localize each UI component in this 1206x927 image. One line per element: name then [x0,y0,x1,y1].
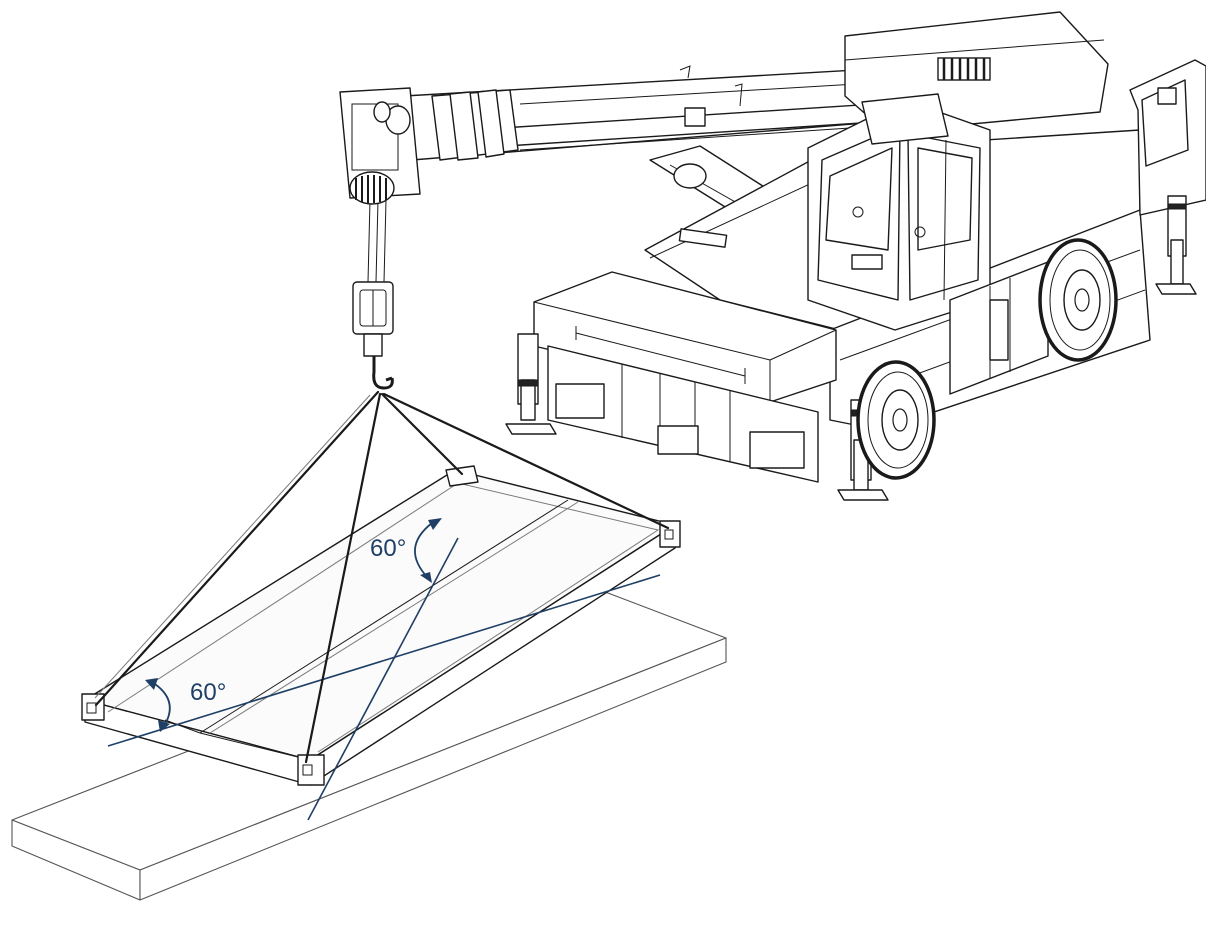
arrowhead [420,572,432,583]
arrowhead [158,720,170,732]
wheel-rear [856,360,936,480]
sling-leg [304,392,382,764]
wheel-front [1038,238,1118,362]
hook-block [352,199,394,390]
hook-icon [372,356,394,390]
container-frame [81,465,681,786]
reference-line-steep [307,537,459,821]
arrowhead [145,678,158,690]
arrowhead [428,518,442,530]
reference-line-long [107,574,661,747]
angle-arc [151,681,171,727]
sheave-icon [349,171,395,205]
outrigger-rear-left [505,333,557,435]
corner-casting [445,465,479,487]
lifting-slings [94,390,670,764]
corner-casting [81,693,105,721]
sling-leg [380,392,464,476]
angle-indicator-lower: 60° [145,678,226,732]
winch-drum-icon [937,57,991,81]
angle-arc [414,522,433,579]
angle-label-upper: 60° [370,535,406,562]
sling-leg [382,392,670,530]
angle-reference-lines [107,537,661,821]
crane-carrier [505,11,1206,501]
angle-indicator-upper: 60° [370,518,442,583]
sling-leg [94,390,380,707]
outrigger-front-left [1155,195,1197,295]
angle-label-lower: 60° [190,679,226,706]
corner-casting [297,754,325,786]
